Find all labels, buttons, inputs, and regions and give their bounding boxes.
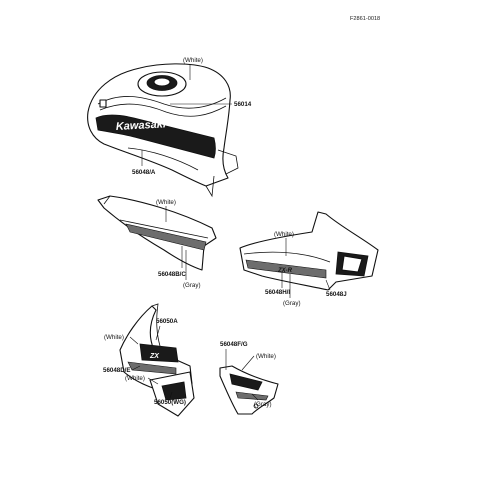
- upper-cowl-top-leader: [155, 325, 161, 341]
- upper-cowl-logo-panel: [139, 343, 179, 363]
- lower-cowl-bottom-leader: [251, 393, 259, 401]
- lower-cowl-stripe: [235, 391, 269, 401]
- tail-cowl: ZX-R: [239, 211, 379, 291]
- tail-cowl-color-note-bottom: (Gray): [283, 300, 301, 307]
- lower-cowl-top-leader: [241, 355, 255, 371]
- upper-cowl-part-bottom: 56050(WG): [154, 399, 186, 406]
- tank-graphic-band: [95, 114, 216, 159]
- tank-top-swoosh-2: [99, 103, 227, 117]
- tank-rear-flange: [205, 149, 239, 198]
- upper-cowl-left-part-leader: [131, 365, 141, 371]
- upper-cowl-left-note-leader: [129, 336, 139, 345]
- fuel-tank: Kawasaki: [87, 63, 239, 198]
- lower-fairing: [149, 371, 195, 417]
- upper-cowl-lower-note-leader: [147, 377, 159, 385]
- tank-upper-part-number: 56014: [234, 101, 252, 108]
- lower-cowl-color-note-top: (White): [256, 353, 276, 360]
- lower-cowl-fastener: [253, 403, 259, 409]
- lower-cowl-color-note-bottom: (Gray): [254, 401, 272, 408]
- side-cover-stripe: [125, 223, 207, 251]
- lower-fairing-vent: [161, 381, 187, 401]
- side-cover-color-note-bottom: (Gray): [183, 282, 201, 289]
- upper-cowl-part-left: 56048D/E: [103, 367, 131, 374]
- tail-cowl-upper-line: [243, 251, 331, 263]
- tank-logo: Kawasaki: [116, 118, 168, 133]
- reference-code: F2861-0018: [350, 16, 380, 22]
- tail-cowl-body: [239, 211, 379, 291]
- tail-light-lens: [341, 255, 363, 273]
- lower-cowl: [219, 365, 279, 415]
- upper-cowl-color-note-left: (White): [104, 334, 124, 341]
- upper-cowl: ZX: [119, 303, 193, 395]
- tail-cowl-part-right: 56048J: [326, 291, 347, 298]
- lower-cowl-part-number: 56048F/G: [220, 341, 248, 348]
- upper-cowl-stripe: [127, 361, 177, 375]
- tank-side-detail: [127, 147, 199, 171]
- tank-front-emblem: [99, 99, 107, 108]
- tail-cowl-logo: ZX-R: [277, 268, 293, 274]
- side-cover-color-note-top: (White): [156, 199, 176, 206]
- side-cover-part-number: 56048B/C: [158, 271, 186, 278]
- upper-cowl-screen-edge: [151, 303, 161, 347]
- tank-top-swoosh: [97, 96, 227, 109]
- tail-cowl-part-left: 56048H/I: [265, 289, 290, 296]
- upper-cowl-bottom-leader: [169, 391, 173, 399]
- filler-cap-inner: [153, 77, 171, 87]
- upper-cowl-color-note-lower: (White): [125, 375, 145, 382]
- tank-color-note: (White): [183, 57, 203, 64]
- lower-cowl-decal: [229, 373, 263, 391]
- upper-cowl-logo: ZX: [149, 353, 160, 360]
- tail-cowl-stripe: [245, 259, 327, 279]
- upper-cowl-part-top: 56050A: [156, 318, 178, 325]
- tail-cowl-right-leader: [325, 279, 331, 291]
- side-cover: [97, 195, 217, 271]
- tank-lower-part-number: 56048/A: [132, 169, 156, 176]
- side-cover-edge: [103, 195, 111, 205]
- side-cover-stripe-line: [119, 219, 209, 239]
- tail-cowl-color-note-top: (White): [274, 231, 294, 238]
